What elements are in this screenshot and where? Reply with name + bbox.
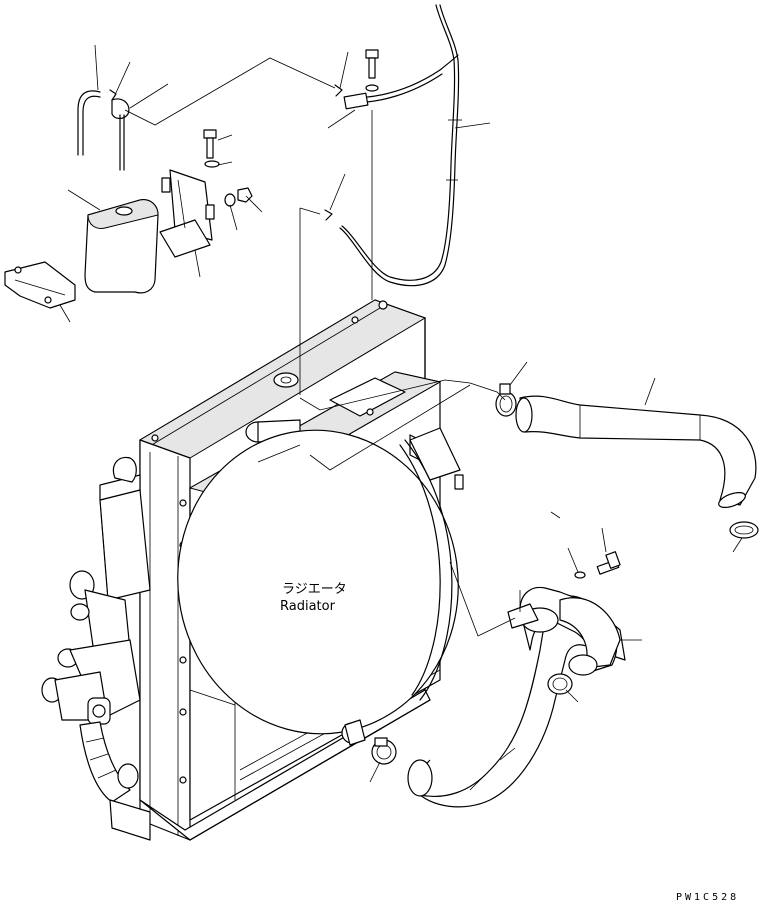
tank-mounting-bracket — [159, 169, 215, 258]
hose-clips — [109, 84, 343, 221]
hose-clamp-lower — [371, 737, 397, 765]
radiator-label-jp: ラジエータ — [282, 582, 347, 597]
leader-lines — [59, 44, 743, 783]
bolt-washer-upper — [365, 49, 379, 92]
lower-inlet-stub — [341, 719, 366, 746]
overflow-hose — [339, 4, 462, 287]
radiator-label-en: Radiator — [280, 599, 336, 614]
small-hose-left — [77, 90, 130, 171]
bolt-washer-nut-top — [203, 129, 253, 207]
upper-hose — [515, 395, 757, 508]
left-side-piping — [41, 456, 151, 841]
reserve-tank — [84, 199, 159, 294]
hose-clamp-right — [729, 521, 759, 539]
fan-shroud-ring — [177, 427, 461, 735]
hose-clamp-mid — [547, 673, 573, 695]
drawing-code: PW1C528 — [676, 892, 739, 903]
tank-lower-bracket — [4, 261, 76, 309]
lower-hose — [407, 586, 626, 808]
hose-bracket — [507, 590, 539, 629]
hose-clamp-upper — [495, 383, 517, 417]
bolt-washer-right — [574, 551, 621, 579]
